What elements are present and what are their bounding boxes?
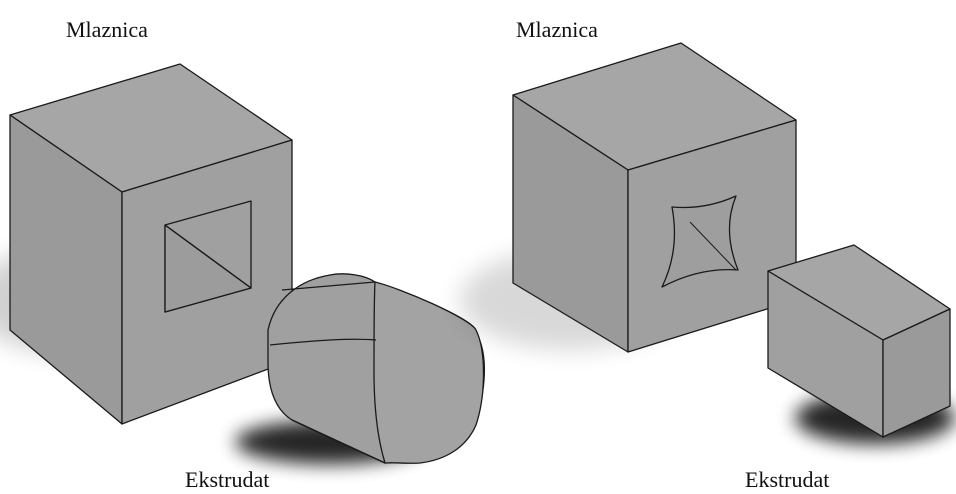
extrudate-left [267, 273, 486, 464]
extrudate-left-edge-top [281, 281, 376, 291]
die-right [512, 42, 797, 353]
die-right-star-opening [661, 195, 739, 288]
die-right-opening-diagonal [689, 221, 737, 271]
label-extrudate-right: Ekstrudat [745, 467, 830, 492]
label-extrudate-left: Ekstrudat [185, 467, 270, 492]
label-die-right: Mlaznica [516, 17, 598, 42]
extrudate-right-end-face [882, 308, 951, 438]
extrudate-left-end-face [373, 281, 485, 464]
die-left [9, 63, 293, 425]
extrudate-left-edge-bottom [291, 419, 386, 464]
extrudate-left-edge-mid [269, 338, 377, 346]
extrudate-right [767, 244, 951, 438]
label-die-left: Mlaznica [66, 17, 148, 42]
